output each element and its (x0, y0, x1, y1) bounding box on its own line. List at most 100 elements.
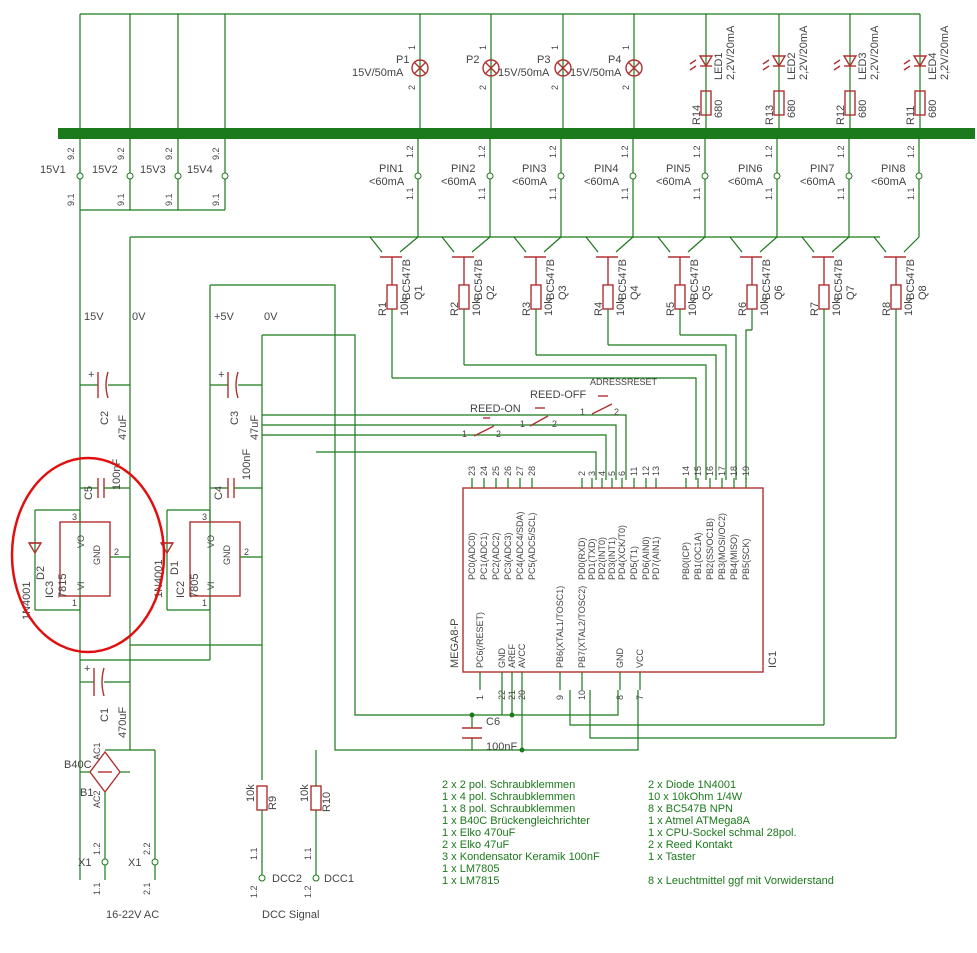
mcu-pin-label: PD6(AIN0) (641, 536, 651, 580)
svg-text:1.1: 1.1 (249, 847, 259, 860)
svg-text:1: 1 (478, 45, 488, 50)
mcu-top-pins: 23PC0(ADC0)24PC1(ADC1)25PC2(ADC2)26PC3(A… (467, 466, 751, 580)
svg-text:2: 2 (407, 85, 417, 90)
svg-text:1: 1 (202, 598, 207, 608)
svg-text:Q1: Q1 (413, 285, 425, 300)
svg-text:2,2V/20mA: 2,2V/20mA (798, 25, 810, 80)
transistor-q2: BC547B Q2 R2 10k (441, 236, 497, 365)
svg-text:680: 680 (857, 100, 869, 118)
svg-text:+: + (84, 663, 90, 675)
mcu-pin-label: PD0(RXD) (577, 537, 587, 580)
svg-text:REED-ON: REED-ON (470, 403, 521, 415)
mcu-pin-label: AVCC (517, 643, 527, 668)
svg-text:1.1: 1.1 (548, 187, 558, 200)
transistor-q4: BC547B Q4 R4 10k (585, 236, 641, 345)
svg-text:9.1: 9.1 (164, 193, 174, 206)
svg-text:10k: 10k (399, 298, 411, 316)
bom-item: 1 x CPU-Sockel schmal 28pol. (648, 827, 797, 839)
svg-text:GND: GND (222, 545, 232, 566)
lamp-p4: P4 1 2 (608, 14, 643, 128)
svg-text:R7: R7 (809, 302, 821, 316)
capacitor-c6: C6 100nF (462, 716, 517, 753)
svg-text:C5: C5 (83, 486, 95, 500)
mcu-pin-label: PC6(/RESET) (475, 612, 485, 668)
svg-text:P3: P3 (537, 54, 550, 66)
svg-text:LED1: LED1 (713, 52, 725, 80)
svg-text:PIN8: PIN8 (881, 163, 905, 175)
svg-text:D1: D1 (169, 561, 181, 575)
bom-item: 3 x Kondensator Keramik 100nF (442, 851, 600, 863)
svg-text:PIN3: PIN3 (522, 163, 546, 175)
bom-item: 1 x B40C Brückengleichrichter (442, 815, 590, 827)
svg-text:10k: 10k (245, 784, 257, 802)
mcu-pin-label: PC5(ADC5/SCL) (527, 512, 537, 580)
svg-text:DCC Signal: DCC Signal (262, 909, 319, 921)
mcu-bottom-pins: 1PC6(/RESET)22GND21AREF20AVCC9PB6(XTAL1/… (475, 586, 645, 700)
svg-text:1.1: 1.1 (692, 187, 702, 200)
svg-text:BC547B: BC547B (473, 259, 485, 300)
svg-text:GND: GND (92, 545, 102, 566)
svg-text:0V: 0V (132, 311, 146, 323)
mcu-pin-label: PD1(TXD) (587, 538, 597, 580)
svg-text:15V1: 15V1 (40, 164, 66, 176)
svg-text:BC547B: BC547B (545, 259, 557, 300)
svg-text:47uF: 47uF (117, 415, 129, 440)
led-1: LED1 2,2V/20mA R14 680 (689, 14, 737, 128)
svg-text:1.1: 1.1 (405, 187, 415, 200)
mcu-pin-number: 13 (651, 466, 661, 476)
connector-15v3: 15V3 9.2 9.1 (140, 147, 182, 206)
svg-text:0V: 0V (264, 311, 278, 323)
svg-text:R10: R10 (321, 792, 333, 812)
svg-text:BC547B: BC547B (689, 259, 701, 300)
svg-text:Q2: Q2 (485, 285, 497, 300)
svg-text:1.2: 1.2 (692, 145, 702, 158)
mcu-pin-number: 17 (717, 466, 727, 476)
svg-text:1.1: 1.1 (764, 187, 774, 200)
svg-text:10k: 10k (471, 298, 483, 316)
svg-text:1: 1 (462, 429, 467, 439)
svg-text:680: 680 (927, 100, 939, 118)
mcu-routing (210, 284, 896, 753)
mcu-pin-number: 20 (517, 690, 527, 700)
switch-reed-off: REED-OFF 1 2 (520, 389, 587, 429)
bus-bar (58, 128, 975, 139)
mcu-pin-number: 28 (527, 466, 537, 476)
svg-text:ADRESSRESET: ADRESSRESET (590, 377, 658, 387)
svg-text:C6: C6 (486, 716, 500, 728)
bom-item: 1 x Taster (648, 851, 696, 863)
transistor-q6: BC547B Q6 R6 10k (729, 236, 785, 330)
lamp-p3: P3 15V/50mA 1 2 (537, 14, 622, 128)
svg-text:X1: X1 (78, 857, 91, 869)
svg-text:2: 2 (244, 547, 249, 557)
svg-text:R5: R5 (665, 302, 677, 316)
svg-text:2.1: 2.1 (142, 882, 152, 895)
svg-text:680: 680 (713, 100, 725, 118)
bom-item: 1 x Elko 470uF (442, 827, 516, 839)
dcc-input: 10k R9 10k R10 DCC2 DCC1 1.1 1.2 1.1 1.2… (245, 750, 354, 921)
mcu-pin-label: PC4(ADC4/SDA) (515, 511, 525, 580)
transistor-q3: BC547B Q3 R3 10k (513, 236, 569, 355)
bom-item: 2 x Diode 1N4001 (648, 779, 736, 791)
svg-text:PIN5: PIN5 (666, 163, 690, 175)
svg-text:1: 1 (407, 45, 417, 50)
svg-text:3: 3 (72, 512, 77, 522)
svg-text:VO: VO (76, 535, 86, 548)
svg-text:10k: 10k (615, 298, 627, 316)
mcu-pin-label: PB4(MISO) (729, 534, 739, 580)
bom-item: 2 x Elko 47uF (442, 839, 510, 851)
mcu-pin-label: PD2(INT0) (597, 537, 607, 580)
bom-item: 2 x Reed Kontakt (648, 839, 732, 851)
svg-text:P2: P2 (466, 54, 479, 66)
mcu-pin-label: PB5(SCK) (741, 538, 751, 580)
mcu-pin-label: PC1(ADC1) (479, 532, 489, 580)
capacitor-c3: + C3 47uF (210, 369, 262, 440)
mcu-pin-number: 7 (635, 695, 645, 700)
svg-text:REED-OFF: REED-OFF (530, 389, 587, 401)
svg-text:PIN2: PIN2 (451, 163, 475, 175)
capacitor-c2: + C2 47uF (80, 369, 130, 440)
mcu-pin-label: PC2(ADC2) (491, 532, 501, 580)
mcu-pin-number: 11 (629, 467, 639, 476)
svg-text:+: + (88, 369, 94, 381)
svg-text:1N4001: 1N4001 (21, 581, 33, 620)
svg-text:Q4: Q4 (629, 285, 641, 300)
